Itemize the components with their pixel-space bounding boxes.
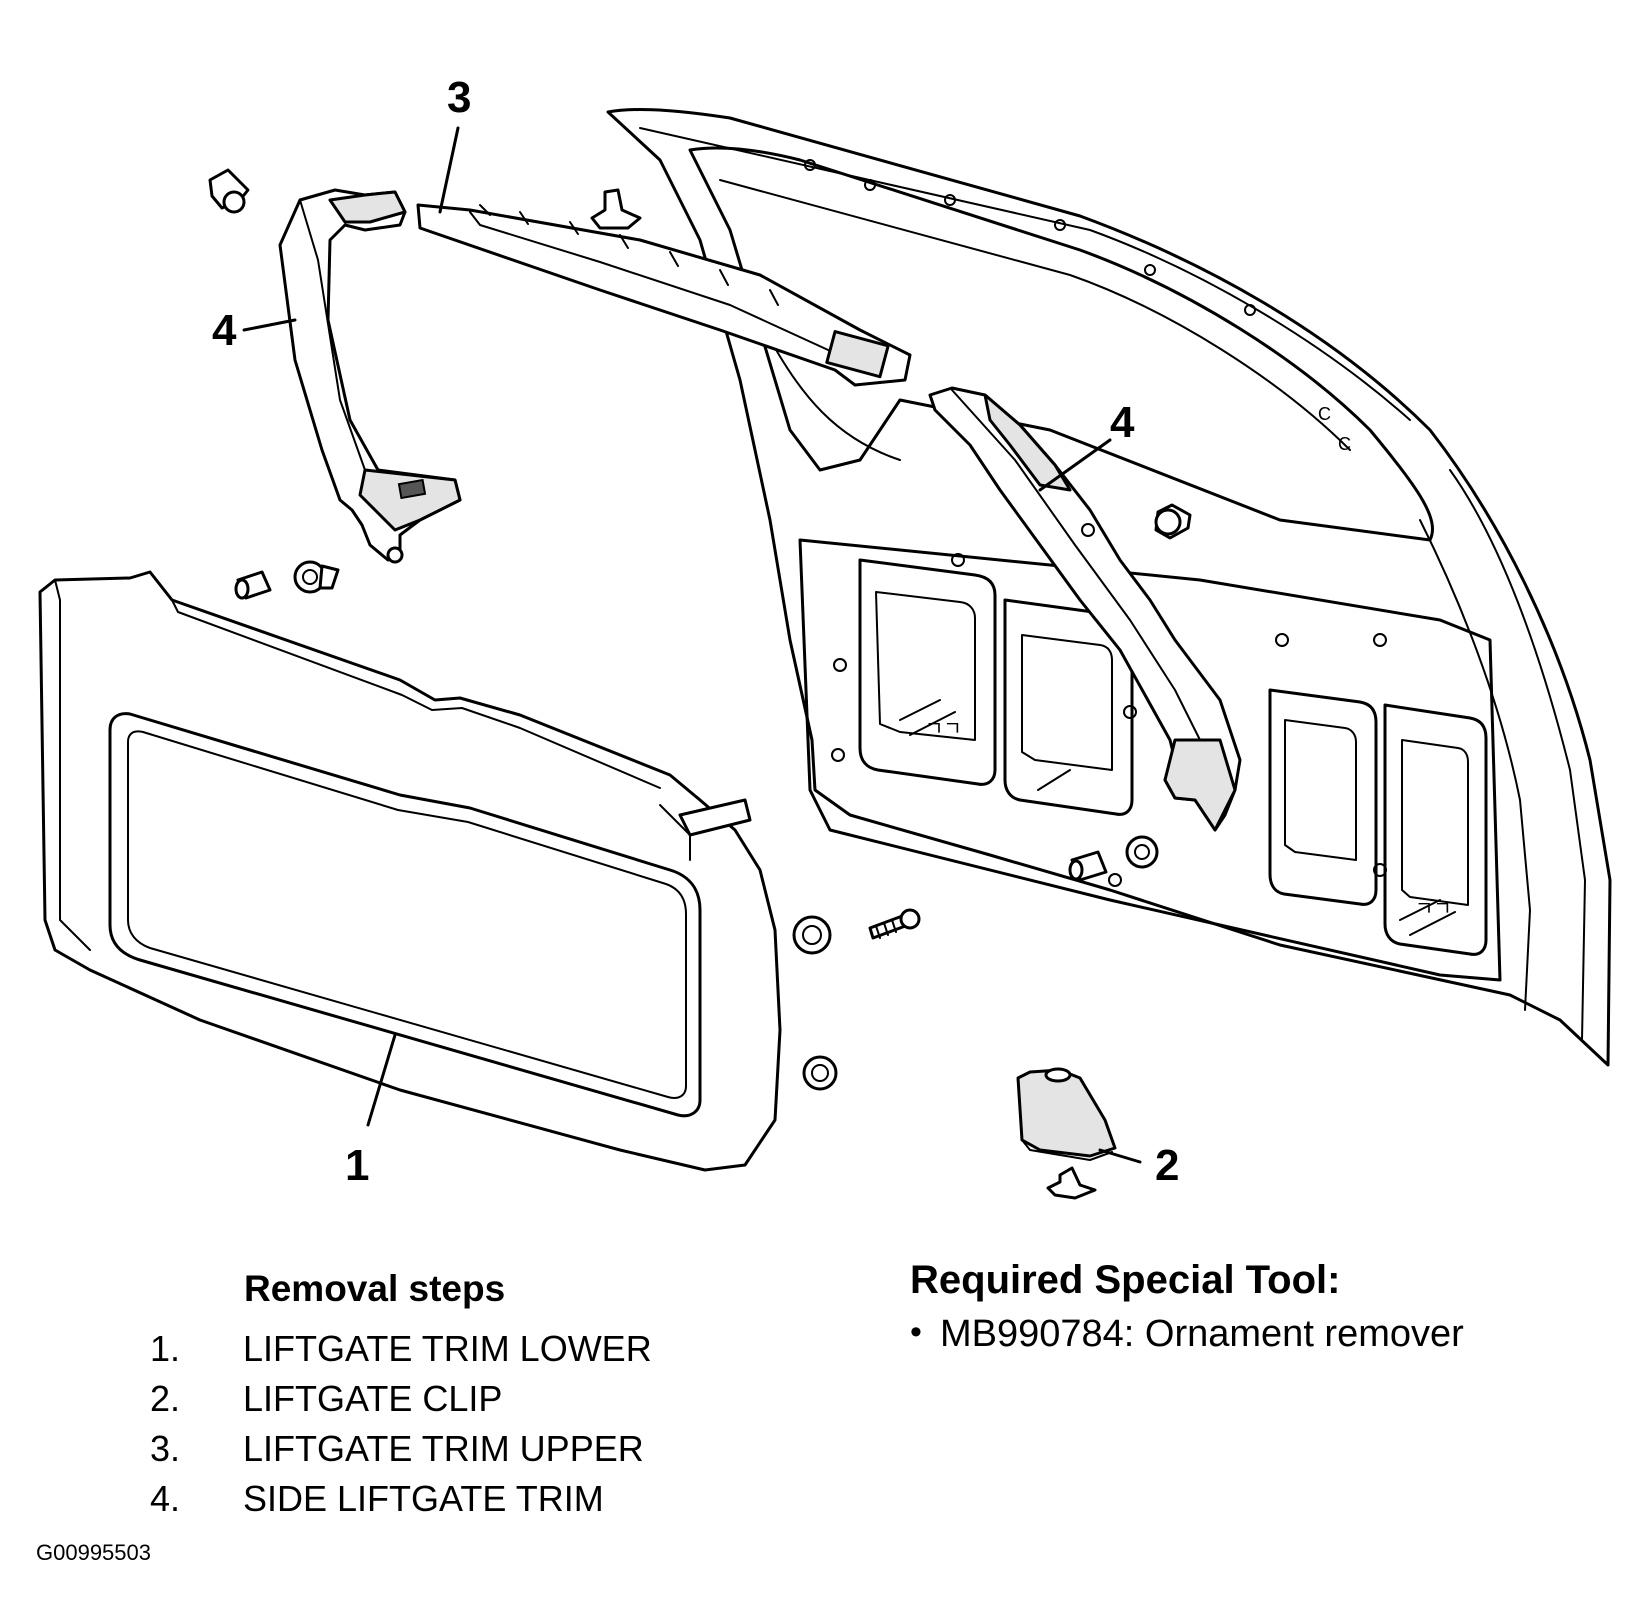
liftgate-trim-lower bbox=[38, 570, 782, 1172]
leader-line-4-right bbox=[1038, 438, 1112, 492]
callout-2: 2 bbox=[1155, 1141, 1179, 1190]
step-number: 2. bbox=[150, 1378, 181, 1419]
screw bbox=[868, 908, 921, 940]
step-number: 3. bbox=[150, 1428, 181, 1469]
special-tool-item: • MB990784: Ornament remover bbox=[910, 1313, 1464, 1356]
leader-line-1 bbox=[366, 1033, 397, 1127]
fasteners bbox=[208, 168, 1192, 1200]
push-pin-right bbox=[1154, 503, 1192, 540]
liftgate-clip bbox=[1016, 1067, 1117, 1161]
side-liftgate-trim-right bbox=[928, 386, 1242, 832]
svg-text:C: C bbox=[1318, 404, 1331, 424]
grommet-left bbox=[792, 915, 832, 955]
liftgate-exploded-diagram: C C ㄱㄱ ㄱㄱ bbox=[38, 73, 1612, 1200]
push-pin-bottom bbox=[1046, 1166, 1097, 1200]
push-pin-top-left bbox=[208, 168, 250, 214]
leader-line-4-left bbox=[242, 318, 297, 332]
svg-text:C: C bbox=[1338, 434, 1351, 454]
pin-left-lower bbox=[234, 570, 272, 600]
leader-line-2 bbox=[1098, 1148, 1142, 1164]
callout-4-right: 4 bbox=[1110, 398, 1135, 447]
callout-4-left: 4 bbox=[212, 306, 237, 355]
step-label: LIFTGATE TRIM LOWER bbox=[243, 1328, 652, 1369]
trim-clip-left bbox=[293, 560, 340, 594]
callout-1: 1 bbox=[345, 1141, 369, 1190]
grommet-lower bbox=[802, 1055, 838, 1091]
step-label: SIDE LIFTGATE TRIM bbox=[243, 1478, 604, 1519]
svg-text:ㄱㄱ: ㄱㄱ bbox=[925, 718, 962, 740]
trim-clip-center bbox=[1125, 835, 1159, 869]
svg-text:ㄱㄱ: ㄱㄱ bbox=[1415, 898, 1452, 920]
pin-center bbox=[1068, 850, 1108, 882]
special-tool-item-label: MB990784: Ornament remover bbox=[940, 1313, 1464, 1355]
side-liftgate-trim-left bbox=[278, 188, 462, 564]
step-label: LIFTGATE TRIM UPPER bbox=[243, 1428, 644, 1469]
step-label: LIFTGATE CLIP bbox=[243, 1378, 503, 1419]
leader-line-3 bbox=[438, 126, 460, 214]
step-number: 1. bbox=[150, 1328, 181, 1369]
step-number: 4. bbox=[150, 1478, 181, 1519]
bullet-icon: • bbox=[910, 1313, 922, 1351]
special-tool-title: Required Special Tool: bbox=[910, 1258, 1341, 1302]
liftgate-trim-upper bbox=[416, 203, 912, 387]
special-tool-legend: Required Special Tool: • MB990784: Ornam… bbox=[910, 1258, 1464, 1355]
leader-lines bbox=[242, 126, 1142, 1164]
removal-steps-title: Removal steps bbox=[244, 1268, 506, 1309]
callout-3: 3 bbox=[447, 73, 471, 122]
push-pin-top-center bbox=[590, 188, 642, 230]
figure-code: G00995503 bbox=[36, 1540, 151, 1565]
